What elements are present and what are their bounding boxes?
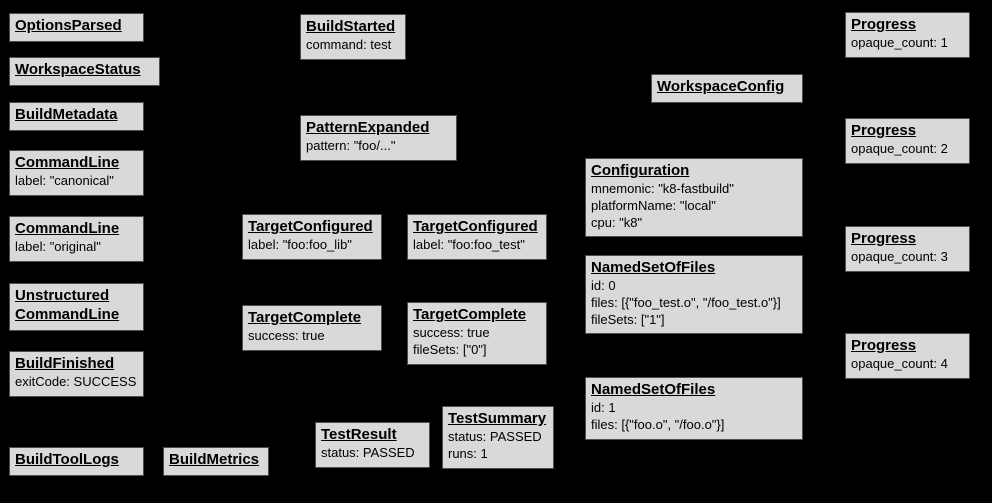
- node-field: success: true: [413, 324, 490, 340]
- node-field: id: 1: [591, 399, 616, 415]
- node-field: platformName: "local": [591, 197, 716, 213]
- node-build-metadata: BuildMetadata: [9, 102, 144, 131]
- node-field: label: "foo:foo_test": [413, 236, 525, 252]
- node-title: Progress: [851, 16, 917, 33]
- node-field: cpu: "k8": [591, 214, 643, 230]
- node-configuration: Configuration mnemonic: "k8-fastbuild" p…: [585, 158, 803, 238]
- node-field: opaque_count: 3: [851, 248, 948, 264]
- node-title: WorkspaceStatus: [15, 61, 141, 78]
- node-title: BuildMetrics: [169, 451, 260, 468]
- node-title: Progress: [851, 230, 917, 247]
- node-test-result: TestResult status: PASSED: [315, 422, 430, 468]
- node-title: TestSummary: [448, 410, 547, 427]
- node-title: Progress: [851, 337, 917, 354]
- node-workspace-config: WorkspaceConfig: [651, 74, 803, 103]
- node-title: CommandLine: [15, 220, 120, 237]
- node-title: BuildToolLogs: [15, 451, 119, 468]
- node-field: opaque_count: 2: [851, 140, 948, 156]
- node-field: fileSets: ["0"]: [413, 341, 487, 357]
- node-target-complete-lib: TargetComplete success: true: [242, 305, 382, 351]
- node-named-set-of-files-0: NamedSetOfFiles id: 0 files: [{"foo_test…: [585, 255, 803, 335]
- node-field: opaque_count: 1: [851, 34, 948, 50]
- node-field: fileSets: ["1"]: [591, 311, 665, 327]
- node-title: Progress: [851, 122, 917, 139]
- node-field: runs: 1: [448, 445, 488, 461]
- node-progress-2: Progress opaque_count: 2: [845, 118, 970, 164]
- node-title: TargetConfigured: [413, 218, 538, 235]
- node-progress-4: Progress opaque_count: 4: [845, 333, 970, 379]
- node-field: mnemonic: "k8-fastbuild": [591, 180, 734, 196]
- node-title: NamedSetOfFiles: [591, 381, 716, 398]
- node-command-line-canonical: CommandLine label: "canonical": [9, 150, 144, 196]
- node-title: BuildStarted: [306, 18, 396, 35]
- node-title-line2: CommandLine: [15, 305, 120, 323]
- node-title: BuildMetadata: [15, 106, 118, 123]
- node-title: TargetConfigured: [248, 218, 373, 235]
- node-title: Unstructured: [15, 287, 110, 304]
- node-progress-1: Progress opaque_count: 1: [845, 12, 970, 58]
- node-field: label: "original": [15, 238, 101, 254]
- node-command-line-original: CommandLine label: "original": [9, 216, 144, 262]
- node-unstructured-command-line: Unstructured CommandLine: [9, 283, 144, 331]
- node-field: files: [{"foo_test.o", "/foo_test.o"}]: [591, 294, 781, 310]
- node-named-set-of-files-1: NamedSetOfFiles id: 1 files: [{"foo.o", …: [585, 377, 803, 440]
- node-title: TargetComplete: [413, 306, 527, 323]
- node-field: success: true: [248, 327, 325, 343]
- node-field: pattern: "foo/...": [306, 137, 396, 153]
- node-title: TestResult: [321, 426, 397, 443]
- node-workspace-status: WorkspaceStatus: [9, 57, 160, 86]
- node-field: status: PASSED: [321, 444, 415, 460]
- node-progress-3: Progress opaque_count: 3: [845, 226, 970, 272]
- node-field: opaque_count: 4: [851, 355, 948, 371]
- node-title: CommandLine: [15, 154, 120, 171]
- node-field: label: "foo:foo_lib": [248, 236, 352, 252]
- node-field: command: test: [306, 36, 392, 52]
- node-title: Configuration: [591, 162, 690, 179]
- node-title: PatternExpanded: [306, 119, 430, 136]
- node-build-finished: BuildFinished exitCode: SUCCESS: [9, 351, 144, 397]
- node-test-summary: TestSummary status: PASSED runs: 1: [442, 406, 554, 469]
- node-field: files: [{"foo.o", "/foo.o"}]: [591, 416, 725, 432]
- node-target-configured-lib: TargetConfigured label: "foo:foo_lib": [242, 214, 382, 260]
- node-build-metrics: BuildMetrics: [163, 447, 269, 476]
- node-target-complete-test: TargetComplete success: true fileSets: […: [407, 302, 547, 365]
- node-build-started: BuildStarted command: test: [300, 14, 406, 60]
- node-field: label: "canonical": [15, 172, 114, 188]
- node-title: TargetComplete: [248, 309, 362, 326]
- node-title: BuildFinished: [15, 355, 115, 372]
- node-field: id: 0: [591, 277, 616, 293]
- node-title: OptionsParsed: [15, 17, 122, 34]
- node-options-parsed: OptionsParsed: [9, 13, 144, 42]
- node-title: WorkspaceConfig: [657, 78, 785, 95]
- node-pattern-expanded: PatternExpanded pattern: "foo/...": [300, 115, 457, 161]
- node-build-tool-logs: BuildToolLogs: [9, 447, 144, 476]
- node-field: status: PASSED: [448, 428, 542, 444]
- node-target-configured-test: TargetConfigured label: "foo:foo_test": [407, 214, 547, 260]
- node-field: exitCode: SUCCESS: [15, 373, 137, 389]
- node-title: NamedSetOfFiles: [591, 259, 716, 276]
